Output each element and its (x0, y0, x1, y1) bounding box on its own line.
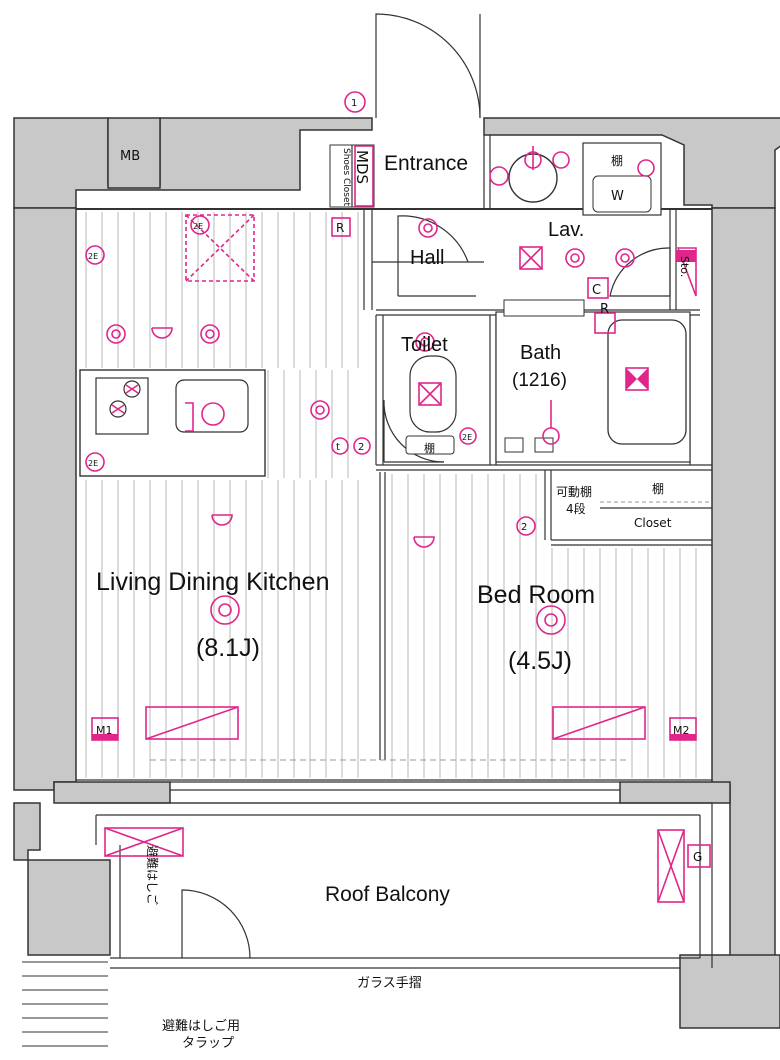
kitchen-counter (79, 369, 266, 477)
room-label-balcony: Roof Balcony (325, 883, 450, 906)
labels: Entrance Hall Lav. Toilet Bath (1216) Li… (88, 98, 702, 1051)
bathtub (495, 299, 691, 463)
lav-basin (508, 142, 662, 216)
ldk-floor-pattern (85, 212, 359, 778)
evac-ladder-label: 避難はしご (145, 845, 160, 905)
toilet-shelf-label: 棚 (424, 441, 435, 455)
outlet-2e-label-3: 2E (193, 222, 203, 231)
room-label-bedroom: Bed Room (477, 581, 595, 609)
entrance-door[interactable] (375, 13, 481, 119)
room-label-lav: Lav. (548, 219, 584, 241)
electrical-symbols (85, 91, 711, 903)
gas-g-label: G (693, 850, 702, 864)
hall-door[interactable] (397, 215, 469, 296)
room-label-entrance: Entrance (384, 152, 468, 175)
entrance-step (329, 144, 375, 208)
room-label-hall: Hall (410, 247, 444, 269)
outlet-2e-label-1: 2E (88, 252, 98, 261)
toilet-fixture (405, 355, 457, 455)
mb-label: MB (120, 149, 140, 164)
room-label-bath: Bath (520, 342, 561, 364)
bedroom-floor-pattern (391, 474, 697, 778)
toilet-door[interactable] (383, 399, 445, 463)
mb-box (107, 117, 161, 189)
movable-shelf-label-1: 可動棚 (556, 484, 592, 499)
movable-shelf-label-2: 4段 (566, 501, 586, 516)
evac-hatch-label-2: タラップ (182, 1036, 234, 1051)
closet-shelf-label: 棚 (652, 481, 664, 496)
partitions (76, 135, 713, 969)
glass-railing-label: ガラス手摺 (357, 976, 422, 991)
room-size-ldk: (8.1J) (196, 634, 260, 662)
shoes-closet-label: Shoes Closet (341, 148, 351, 207)
mds-label: MDS (353, 150, 371, 184)
room-label-toilet: Toilet (401, 334, 448, 356)
room-size-bath: (1216) (512, 370, 567, 391)
room-label-ldk: Living Dining Kitchen (96, 568, 329, 596)
outlet-t-label: t (336, 442, 340, 453)
lav-shelf-label: 棚 (611, 153, 623, 168)
outlet-2e-label-2: 2E (88, 459, 98, 468)
room-size-bedroom: (4.5J) (508, 647, 572, 675)
stove-icon (111, 384, 139, 414)
evac-hatch-label-1: 避難はしご用 (162, 1018, 240, 1034)
meter-m1-label: M1 (96, 724, 113, 737)
receptacle-r2-label: R (600, 302, 609, 317)
meter-m2-label: M2 (673, 724, 690, 737)
storage-label: Sto. (678, 256, 691, 277)
doorbell-1-label: 1 (351, 98, 357, 109)
outlet-2-bedroom-label: 2 (521, 522, 527, 533)
stairs (22, 961, 108, 1047)
washer-label: W (611, 189, 624, 204)
outlet-2-label: 2 (358, 442, 364, 453)
room-label-closet: Closet (634, 516, 672, 530)
balcony-door[interactable] (181, 889, 251, 959)
outer-walls (13, 117, 780, 1029)
receptacle-c-label: C (592, 283, 601, 298)
outlet-2e-label-4: 2E (462, 433, 472, 442)
receptacle-r-label: R (336, 221, 344, 235)
lav-door[interactable] (609, 247, 671, 297)
